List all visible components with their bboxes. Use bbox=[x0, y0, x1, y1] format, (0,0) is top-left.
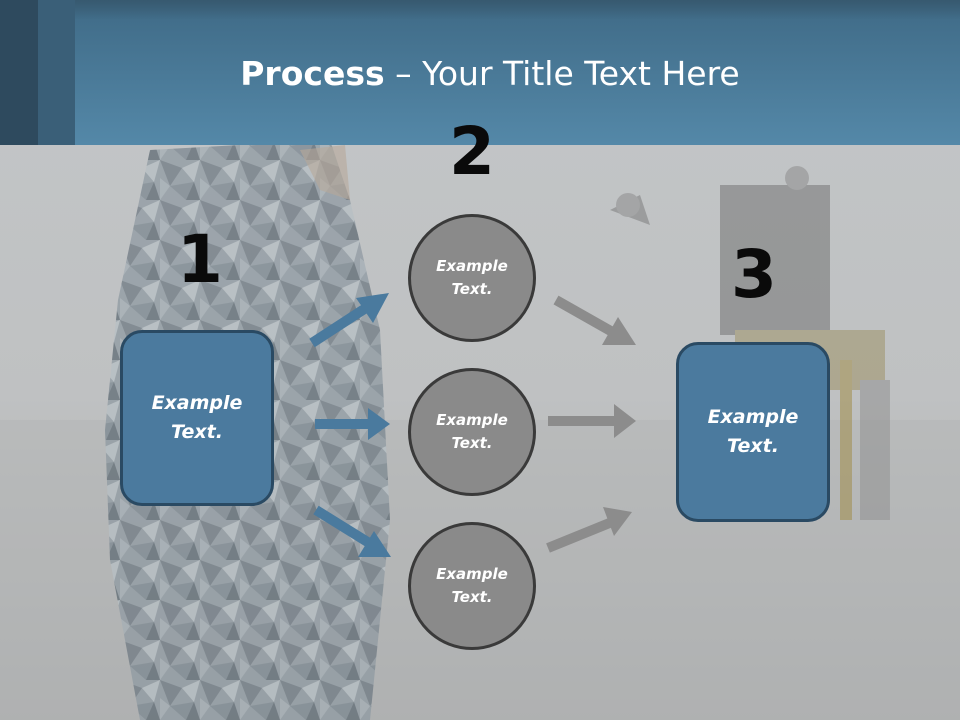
step-3-box[interactable]: Example Text. bbox=[676, 342, 830, 522]
header-top-shade bbox=[75, 0, 960, 20]
step-3-box-line2: Text. bbox=[727, 435, 779, 457]
header-accent-stripe bbox=[38, 0, 75, 145]
circle-1-line1: Example bbox=[436, 257, 508, 275]
circle-3-line2: Text. bbox=[451, 588, 493, 606]
step-number-1: 1 bbox=[177, 221, 223, 298]
circle-2-line2: Text. bbox=[451, 434, 493, 452]
step-3-box-line1: Example bbox=[707, 406, 799, 428]
header-accent-stripe bbox=[0, 0, 38, 145]
step-number-3: 3 bbox=[731, 236, 777, 313]
step-2-circle-3[interactable]: Example Text. bbox=[408, 522, 536, 650]
step-1-box-line1: Example bbox=[151, 392, 243, 414]
slide-title[interactable]: Process – Your Title Text Here bbox=[75, 52, 905, 96]
step-1-box-line2: Text. bbox=[171, 421, 223, 443]
title-rest-part: – Your Title Text Here bbox=[384, 54, 740, 93]
title-bold-part: Process bbox=[240, 54, 385, 93]
step-number-2: 2 bbox=[449, 113, 495, 190]
step-2-circle-1[interactable]: Example Text. bbox=[408, 214, 536, 342]
step-2-circle-2[interactable]: Example Text. bbox=[408, 368, 536, 496]
header-band bbox=[0, 0, 960, 145]
circle-2-line1: Example bbox=[436, 411, 508, 429]
step-1-box[interactable]: Example Text. bbox=[120, 330, 274, 506]
circle-1-line2: Text. bbox=[451, 280, 493, 298]
circle-3-line1: Example bbox=[436, 565, 508, 583]
